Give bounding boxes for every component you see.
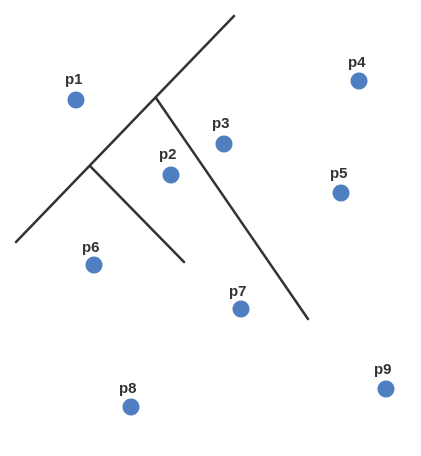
point-label: p9: [374, 361, 392, 378]
point-p9: p9: [374, 361, 395, 398]
point-marker: [85, 256, 103, 274]
point-marker: [332, 184, 350, 202]
point-label: p8: [119, 380, 137, 397]
point-label: p6: [82, 239, 100, 256]
point-p4: p4: [348, 54, 368, 90]
point-marker: [232, 300, 250, 318]
point-marker: [350, 72, 368, 90]
point-label: p2: [159, 146, 177, 163]
point-p6: p6: [82, 239, 103, 274]
point-label: p3: [212, 115, 230, 132]
point-marker: [122, 398, 140, 416]
point-marker: [215, 135, 233, 153]
point-p7: p7: [229, 283, 250, 318]
point-label: p5: [330, 165, 348, 182]
edge-branch-left: [88, 164, 186, 264]
point-p2: p2: [159, 146, 180, 184]
point-p5: p5: [330, 165, 350, 202]
point-label: p4: [348, 54, 366, 71]
point-marker: [162, 166, 180, 184]
point-marker: [67, 91, 85, 109]
point-p1: p1: [65, 71, 85, 109]
point-p3: p3: [212, 115, 233, 153]
point-label: p7: [229, 283, 247, 300]
point-p8: p8: [119, 380, 140, 416]
point-marker: [377, 380, 395, 398]
edge-branch-right: [154, 96, 310, 321]
edge-diagonal-main: [14, 14, 236, 244]
point-label: p1: [65, 71, 83, 88]
